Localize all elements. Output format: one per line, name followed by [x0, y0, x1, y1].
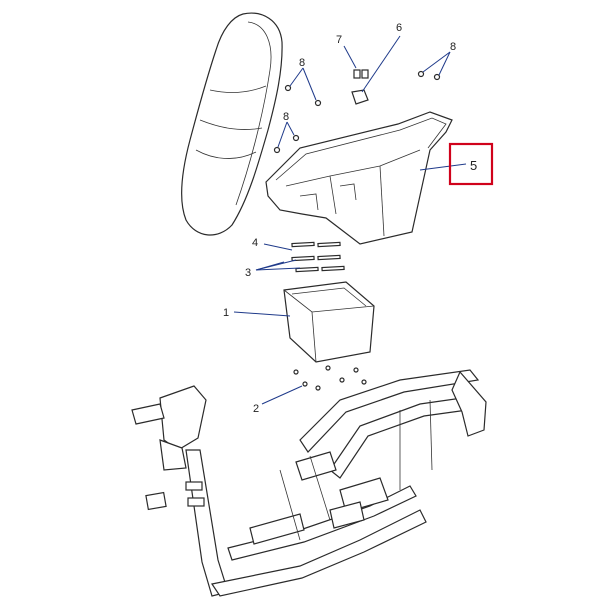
battery-box [233, 281, 375, 363]
storage-tray [265, 111, 467, 245]
seat [181, 12, 283, 236]
callout-labels: 6 7 8 8 8 5 4 3 1 2 [223, 22, 477, 415]
callout-8-left-bottom: 8 [283, 111, 289, 123]
highlight-box-part-5 [448, 142, 494, 186]
callout-8-right: 8 [450, 41, 456, 53]
callout-7: 7 [336, 34, 342, 46]
clips-strips [255, 241, 345, 273]
callout-6: 6 [396, 22, 402, 34]
clips-top [343, 35, 401, 105]
callout-2: 2 [253, 403, 259, 415]
callout-8-left-top: 8 [299, 57, 305, 69]
scooter-frame [131, 369, 487, 597]
fasteners [261, 365, 367, 405]
callout-4: 4 [252, 237, 258, 249]
callout-3: 3 [245, 267, 251, 279]
callout-5: 5 [470, 158, 477, 173]
screws-right [417, 51, 451, 81]
callout-1: 1 [223, 307, 229, 319]
screws-left [273, 67, 322, 154]
